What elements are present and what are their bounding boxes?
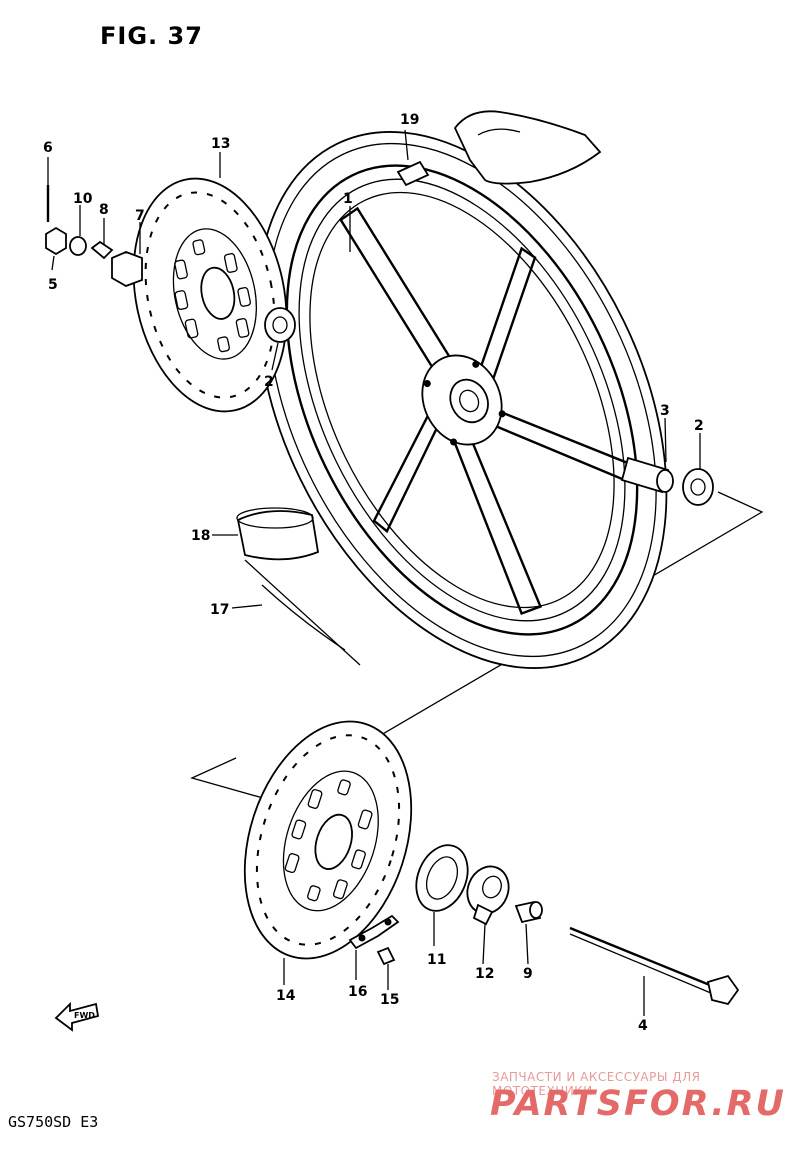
callout-6: 6 xyxy=(43,140,53,156)
callout-8: 8 xyxy=(99,202,109,218)
arrow-icon: FWD xyxy=(54,1001,100,1032)
callout-labels: 1 2 2 3 4 5 6 7 8 9 10 11 12 13 14 15 16… xyxy=(43,112,704,1034)
model-code: GS750SD E3 xyxy=(8,1113,99,1131)
callout-3: 3 xyxy=(660,403,670,419)
disc-bolt xyxy=(376,946,396,966)
callout-10: 10 xyxy=(73,191,93,207)
bearing-left xyxy=(264,307,296,343)
callout-18: 18 xyxy=(191,528,210,544)
speedometer-drive-parts xyxy=(45,185,296,343)
callout-2-left: 2 xyxy=(264,374,274,390)
callout-11: 11 xyxy=(427,952,446,968)
callout-17: 17 xyxy=(210,602,229,618)
wheel-assembly xyxy=(236,110,668,669)
callout-12: 12 xyxy=(475,966,494,982)
fwd-label: FWD xyxy=(74,1011,95,1020)
brake-disc-front xyxy=(243,720,413,960)
balance-weight-part xyxy=(396,129,430,187)
spacer-small xyxy=(90,240,114,260)
watermark-logo: PARTSFOR.RU xyxy=(490,1084,786,1124)
callout-9: 9 xyxy=(523,966,533,982)
wheel-rim xyxy=(285,164,639,636)
callout-16: 16 xyxy=(348,984,367,1000)
dust-seal xyxy=(415,844,469,912)
leader-lines xyxy=(47,152,701,1016)
callout-14: 14 xyxy=(276,988,296,1004)
disc-lock-plate xyxy=(348,914,400,950)
callout-7: 7 xyxy=(135,208,145,224)
washer xyxy=(69,236,87,256)
right-bearing-parts xyxy=(620,456,714,506)
callout-13: 13 xyxy=(211,136,230,152)
callout-15: 15 xyxy=(380,992,399,1008)
spacer-lower xyxy=(514,900,543,924)
callout-19: 19 xyxy=(400,112,419,128)
watermark-tagline: ЗАПЧАСТИ И АКСЕССУАРЫ ДЛЯ МОТОТЕХНИКИ xyxy=(492,1070,701,1098)
front-axle xyxy=(569,926,740,1006)
callout-4: 4 xyxy=(638,1018,648,1034)
axle-collar xyxy=(111,251,143,287)
callout-2-right: 2 xyxy=(694,418,704,434)
callout-1: 1 xyxy=(343,191,353,207)
brake-disc-rear-view xyxy=(132,177,288,413)
callout-5: 5 xyxy=(48,277,58,293)
axle-nut xyxy=(45,226,67,256)
bearing-right xyxy=(682,468,714,506)
valve-tube xyxy=(236,510,320,561)
figure-title: FIG. 37 xyxy=(100,22,203,50)
speedometer-gearbox xyxy=(466,865,510,926)
